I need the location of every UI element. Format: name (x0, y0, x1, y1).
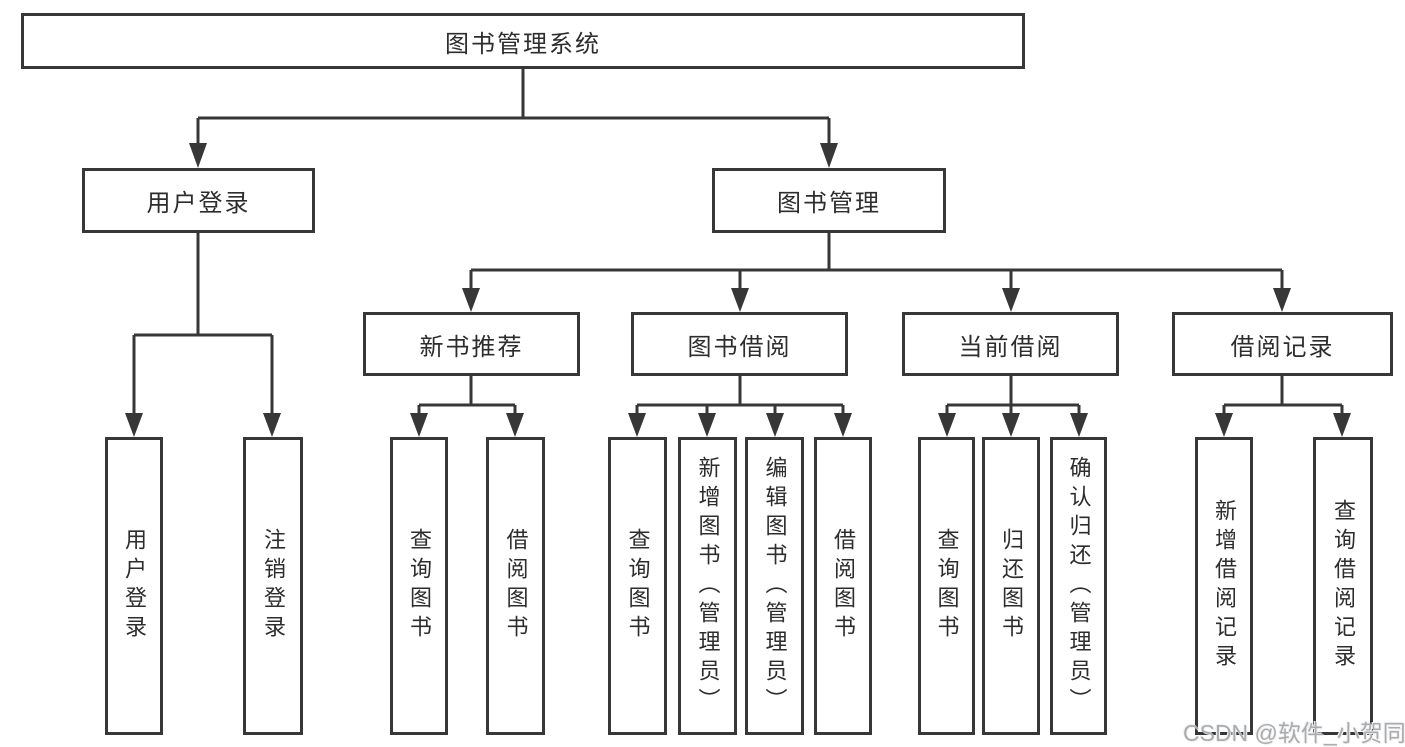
leaf-user-login: 用户登录 (105, 437, 163, 735)
leaf-label: 注销登录 (261, 528, 286, 644)
node-book-management: 图书管理 (712, 168, 946, 233)
watermark: CSDN @软件_小贺同学 (1183, 720, 1405, 746)
node-borrow-record: 借阅记录 (1172, 312, 1393, 376)
leaf-label: 新增图书（管理员） (695, 455, 721, 717)
leaf-bb-query-book: 查询图书 (608, 437, 667, 735)
node-user-login: 用户登录 (82, 168, 315, 233)
leaf-label: 查询图书 (625, 528, 651, 644)
node-root-library-management-system: 图书管理系统 (21, 13, 1025, 69)
node-label: 图书管理 (777, 190, 881, 217)
leaf-label: 查询借阅记录 (1331, 499, 1356, 673)
leaf-label: 借阅图书 (503, 528, 529, 644)
node-label: 借阅记录 (1230, 333, 1335, 361)
leaf-label: 归还图书 (999, 528, 1024, 644)
node-label: 图书借阅 (687, 333, 792, 361)
leaf-br-add-record: 新增借阅记录 (1195, 437, 1253, 735)
leaf-bb-borrow-book: 借阅图书 (814, 437, 872, 735)
leaf-bb-edit-book-admin: 编辑图书（管理员） (745, 437, 804, 735)
node-book-borrow: 图书借阅 (631, 312, 848, 376)
leaf-label: 查询图书 (407, 528, 432, 644)
leaf-label: 查询图书 (934, 528, 960, 644)
node-new-book-recommend: 新书推荐 (363, 312, 580, 376)
leaf-label: 用户登录 (122, 528, 147, 644)
leaf-label: 新增借阅记录 (1212, 499, 1237, 673)
node-label: 图书管理系统 (445, 30, 601, 58)
leaf-cb-query-book: 查询图书 (918, 437, 975, 735)
leaf-cb-return-book: 归还图书 (982, 437, 1040, 735)
node-current-borrow: 当前借阅 (902, 312, 1119, 376)
leaf-logout: 注销登录 (243, 437, 303, 735)
leaf-nb-query-book: 查询图书 (390, 437, 448, 735)
leaf-bb-add-book-admin: 新增图书（管理员） (678, 437, 737, 735)
node-label: 用户登录 (146, 190, 251, 217)
leaf-br-query-record: 查询借阅记录 (1313, 437, 1373, 735)
leaf-label: 借阅图书 (831, 528, 856, 644)
node-label: 新书推荐 (419, 333, 524, 361)
node-label: 当前借阅 (958, 333, 1063, 361)
leaf-label: 确认归还（管理员） (1066, 455, 1092, 717)
leaf-label: 编辑图书（管理员） (762, 455, 788, 717)
leaf-cb-confirm-return-admin: 确认归还（管理员） (1050, 437, 1107, 735)
leaf-nb-borrow-book: 借阅图书 (486, 437, 545, 735)
